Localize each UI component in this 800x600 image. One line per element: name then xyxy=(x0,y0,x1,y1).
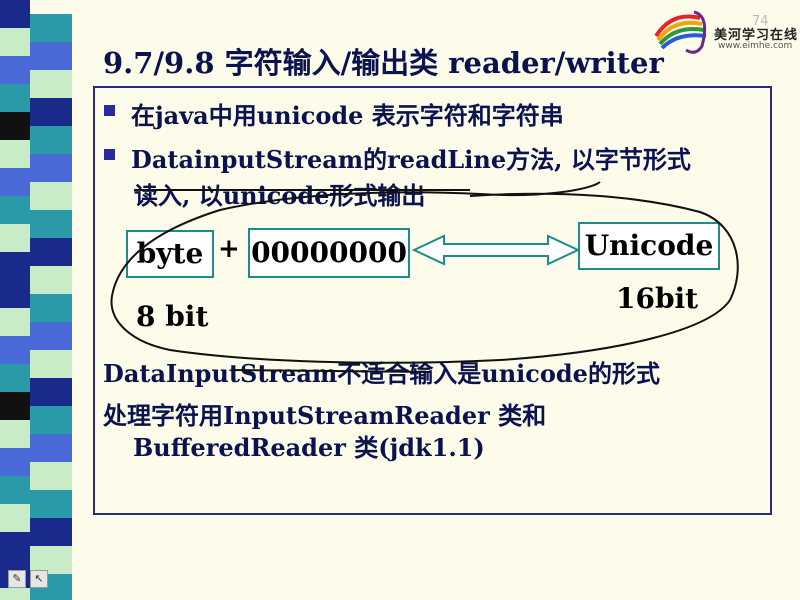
arrow-icon[interactable]: ↖ xyxy=(30,570,48,588)
stripe-block xyxy=(30,350,72,378)
stripe-block xyxy=(0,280,30,308)
stripe-block xyxy=(0,168,30,196)
byte-label: byte xyxy=(136,237,204,270)
zeros-box: 00000000 xyxy=(248,228,410,278)
paragraph-line-3: BufferedReader 类(jdk1.1) xyxy=(133,433,485,462)
bullet-item-2: DatainputStream的readLine方法, 以字节形式 xyxy=(104,140,691,175)
bullet-text-2: DatainputStream的readLine方法, 以字节形式 xyxy=(131,145,691,174)
logo-text: 美河学习在线 xyxy=(714,28,799,43)
byte-box: byte xyxy=(126,230,214,278)
paragraph-line-1: DataInputStream不适合输入是unicode的形式 xyxy=(103,359,660,388)
bits-16-label: 16bit xyxy=(616,282,699,315)
stripe-block xyxy=(0,252,30,280)
decorative-stripe-bar xyxy=(0,0,82,600)
stripe-block xyxy=(30,126,72,154)
stripe-block xyxy=(30,238,72,266)
bullet-square-icon xyxy=(104,105,115,116)
slideshow-toolbar: ✎ ↖ xyxy=(8,568,68,590)
stripe-block xyxy=(0,420,30,448)
unicode-label: Unicode xyxy=(584,229,714,262)
stripe-block xyxy=(0,224,30,252)
page-number: 74 xyxy=(752,14,769,29)
logo-url: www.eimhe.com xyxy=(718,41,793,51)
stripe-block xyxy=(0,112,30,140)
stripe-block xyxy=(30,210,72,238)
paragraph-line-2: 处理字符用InputStreamReader 类和 xyxy=(103,401,547,430)
slide-title: 9.7/9.8 字符输入/输出类 reader/writer xyxy=(103,46,664,80)
stripe-block xyxy=(30,518,72,546)
stripe-block xyxy=(30,462,72,490)
stripe-block xyxy=(30,322,72,350)
stripe-block xyxy=(30,434,72,462)
stripe-block xyxy=(0,84,30,112)
bullet-text-1: 在java中用unicode 表示字符和字符串 xyxy=(131,101,564,130)
stripe-block xyxy=(0,504,30,532)
stripe-block xyxy=(0,448,30,476)
stripe-block xyxy=(0,532,30,560)
stripe-block xyxy=(30,266,72,294)
stripe-block xyxy=(30,70,72,98)
stripe-block xyxy=(0,140,30,168)
stripe-block xyxy=(0,336,30,364)
stripe-block xyxy=(0,476,30,504)
stripe-block xyxy=(30,14,72,42)
stripe-block xyxy=(30,378,72,406)
stripe-block xyxy=(30,154,72,182)
stripe-block xyxy=(0,0,30,28)
stripe-block xyxy=(30,406,72,434)
stripe-block xyxy=(30,490,72,518)
unicode-box: Unicode xyxy=(578,222,720,270)
stripe-block xyxy=(30,98,72,126)
bullet-item-1: 在java中用unicode 表示字符和字符串 xyxy=(104,96,564,131)
pencil-icon[interactable]: ✎ xyxy=(8,570,26,588)
stripe-block xyxy=(30,546,72,574)
stripe-block xyxy=(0,196,30,224)
zeros-label: 00000000 xyxy=(251,236,407,269)
stripe-block xyxy=(0,364,30,392)
logo-swoosh-icon xyxy=(654,10,707,54)
stripe-block xyxy=(30,294,72,322)
site-logo: 美河学习在线 www.eimhe.com xyxy=(652,6,798,58)
stripe-block xyxy=(0,308,30,336)
stripe-block xyxy=(0,392,30,420)
bullet-square-icon xyxy=(104,149,115,160)
stripe-block xyxy=(30,42,72,70)
plus-sign: + xyxy=(218,234,240,264)
stripe-block xyxy=(0,588,30,600)
stripe-block xyxy=(0,28,30,56)
stripe-block xyxy=(0,56,30,84)
content-frame xyxy=(93,86,772,515)
stripe-block xyxy=(30,182,72,210)
bullet-text-2-continuation: 读入, 以unicode形式输出 xyxy=(134,181,426,210)
bits-8-label: 8 bit xyxy=(136,300,209,333)
